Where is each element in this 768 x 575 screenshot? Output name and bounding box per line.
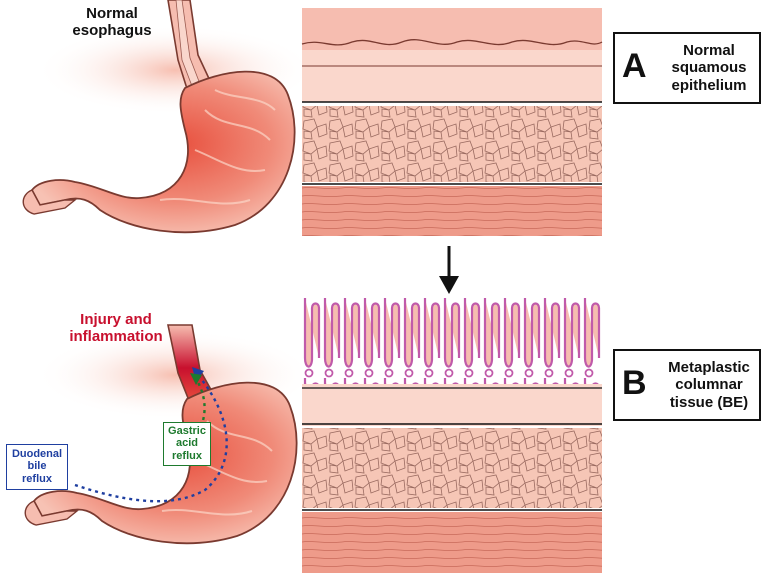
normal-esophagus-line1: Normal	[86, 5, 138, 22]
submucosa-layer	[302, 428, 602, 508]
gastric-reflux-arrowhead	[190, 373, 202, 385]
squamous-epithelium-edge	[301, 39, 603, 46]
panel-a-line3: epithelium	[671, 76, 747, 94]
gastric-line3: reflux	[172, 449, 202, 462]
injury-line1: Injury and	[80, 311, 152, 328]
metaplastic-tissue-cross-section	[302, 298, 602, 573]
lamina-propria	[302, 384, 602, 396]
mucosa-layer	[302, 396, 602, 426]
injured-stomach-illustration	[24, 324, 315, 545]
injury-label: Injury and inflammation	[56, 311, 176, 346]
panel-b-letter: B	[622, 364, 647, 402]
panel-a-label-box: A Normal squamous epithelium	[613, 32, 761, 104]
panel-b-line1: Metaplastic	[668, 359, 750, 376]
panel-a-line1: Normal	[683, 42, 735, 59]
gastric-acid-reflux-callout: Gastric acid reflux	[163, 422, 211, 466]
duodenal-bile-reflux-callout: Duodenal bile reflux	[6, 444, 68, 490]
panel-a-line2: squamous	[671, 59, 747, 77]
duodenum	[22, 189, 77, 215]
stomach-body	[30, 70, 296, 234]
gastric-reflux-path	[194, 378, 206, 434]
normal-esophagus-line2: esophagus	[72, 21, 152, 39]
muscle-layer	[302, 512, 602, 573]
panel-a-letter: A	[622, 47, 647, 85]
bile-line2: bile	[27, 460, 47, 473]
muscle-layer	[302, 186, 602, 236]
normal-tissue-cross-section	[301, 8, 603, 236]
bile-reflux-path	[74, 374, 228, 503]
stomach-rugae	[159, 89, 276, 205]
stomach-body	[32, 381, 298, 545]
panel-b-text: Metaplastic columnar tissue (BE)	[659, 359, 759, 411]
gastric-line1: Gastric	[168, 425, 206, 437]
bile-line3: reflux	[22, 472, 52, 485]
submucosa-layer	[302, 106, 602, 182]
down-arrow	[439, 246, 459, 294]
lamina-propria	[302, 50, 602, 102]
panel-b-line3: tissue (BE)	[669, 393, 749, 411]
duodenum	[24, 500, 79, 526]
columnar-villi-layer	[302, 298, 602, 384]
normal-stomach-illustration	[22, 0, 315, 234]
injury-line2: inflammation	[69, 327, 163, 345]
bile-line1: Duodenal	[11, 448, 63, 460]
panel-a-text: Normal squamous epithelium	[659, 42, 759, 94]
panel-b-label-box: B Metaplastic columnar tissue (BE)	[613, 349, 761, 421]
normal-esophagus-label: Normal esophagus	[52, 5, 172, 40]
panel-b-line2: columnar	[675, 376, 743, 394]
gastric-line2: acid	[175, 437, 198, 450]
